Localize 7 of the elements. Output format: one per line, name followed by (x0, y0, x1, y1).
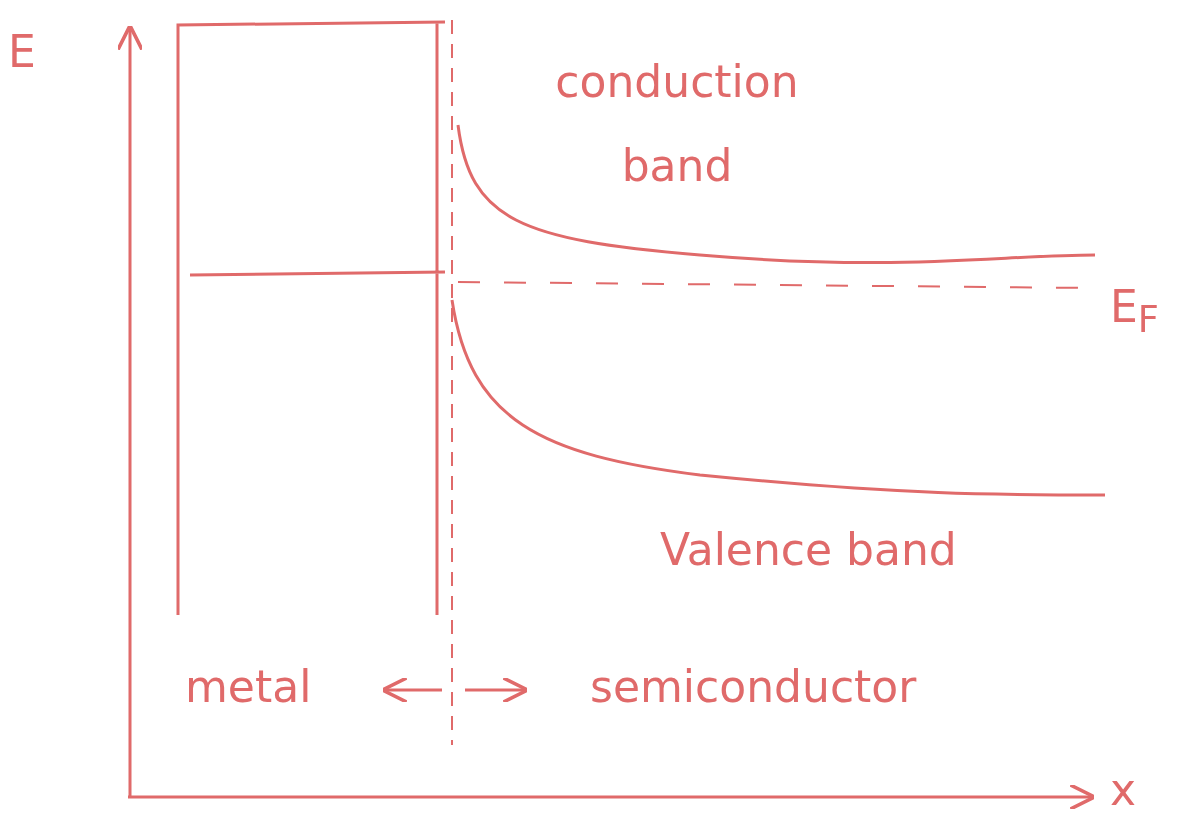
position-axis-label: x (1110, 768, 1137, 812)
energy-axis-label: E (8, 30, 36, 74)
band-label: Valence band (660, 528, 957, 572)
fermi-level-label: E$_{F}$ (1110, 285, 1159, 339)
region-label: semiconductor (590, 665, 917, 709)
region-label: metal (185, 665, 312, 709)
band-label: conduction band (554, 55, 800, 193)
